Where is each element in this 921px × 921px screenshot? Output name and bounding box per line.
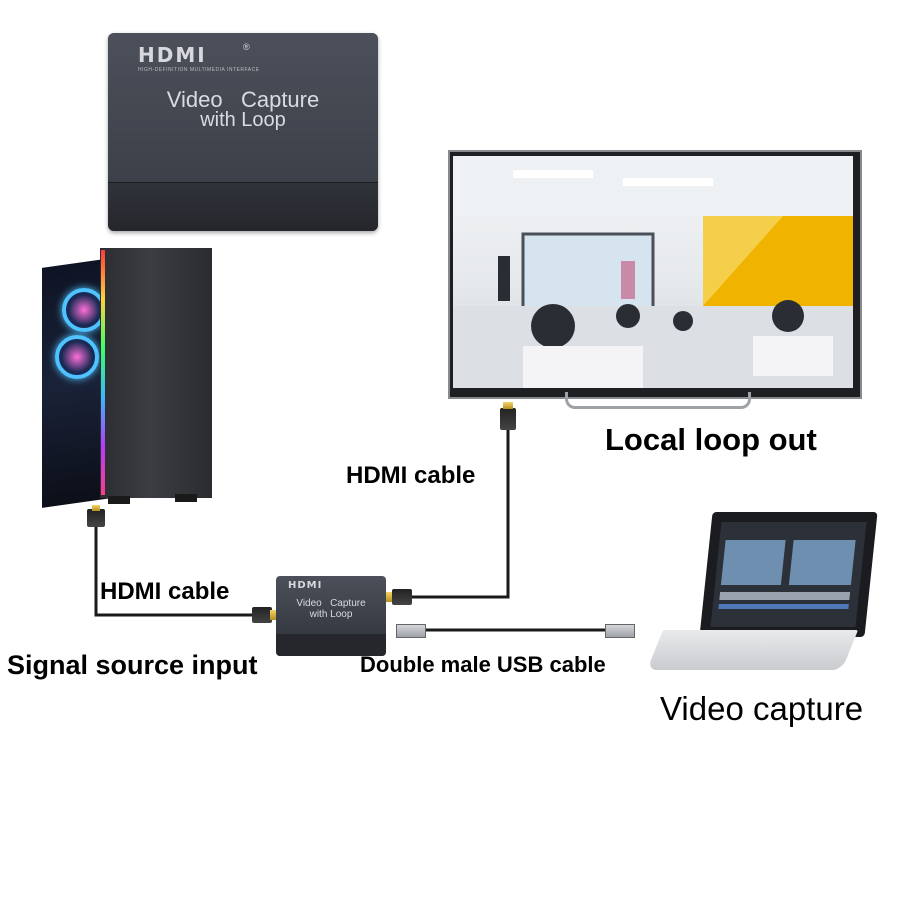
capture-device-small: HDMI Video Capture with Loop — [276, 576, 386, 656]
hdmi-logo-subtitle: HIGH-DEFINITION MULTIMEDIA INTERFACE — [138, 67, 260, 73]
usb-connector — [396, 624, 426, 638]
fan-icon — [55, 335, 99, 379]
hdmi-logo: HDMI — [138, 43, 207, 67]
label-video-capture: Video capture — [660, 690, 864, 727]
device-label-line1: Video Capture — [166, 87, 320, 112]
capture-device-large: HDMI ® HIGH-DEFINITION MULTIMEDIA INTERF… — [108, 33, 378, 231]
label-hdmi-cable-top: HDMI cable — [346, 462, 476, 489]
label-signal-source-input: Signal source input — [7, 650, 258, 680]
device-label-line1: Video Capture — [296, 598, 366, 609]
hdmi-connector — [252, 607, 272, 623]
laptop-screen — [710, 522, 867, 627]
tv-screen — [453, 156, 853, 388]
hdmi-connector — [500, 408, 516, 430]
label-double-male-usb-cable: Double male USB cable — [360, 652, 606, 677]
usb-connector — [605, 624, 635, 638]
pc-rgb-strip — [101, 250, 105, 495]
hdmi-connector — [87, 509, 105, 527]
label-local-loop-out: Local loop out — [605, 422, 817, 457]
device-label-line2: with Loop — [309, 609, 353, 620]
label-hdmi-cable-left: HDMI cable — [100, 578, 230, 605]
device-label-line2: with Loop — [200, 109, 286, 131]
tv-stand — [565, 392, 751, 409]
hdmi-connector — [392, 589, 412, 605]
pc-tower — [100, 248, 212, 498]
hdmi-logo: HDMI — [288, 580, 323, 591]
